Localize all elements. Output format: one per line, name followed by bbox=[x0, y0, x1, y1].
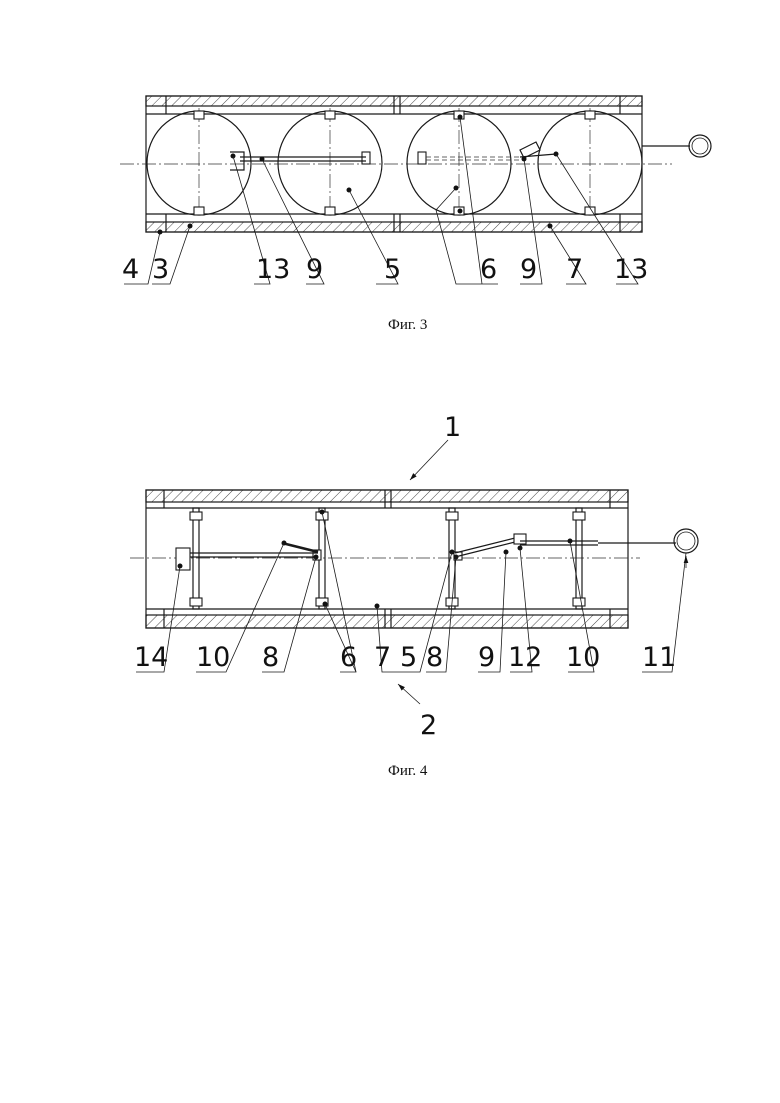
label-14: 14 bbox=[134, 642, 168, 673]
label-9-left: 9 bbox=[306, 254, 323, 285]
bottom-wall bbox=[146, 609, 628, 628]
label-4: 4 bbox=[122, 254, 139, 285]
label-5: 5 bbox=[400, 642, 417, 673]
figure-4: 1 2 14 10 8 6 7 5 8 9 12 10 11 Фиг. 4 bbox=[130, 412, 698, 779]
top-wall bbox=[146, 490, 628, 508]
label-10-left: 10 bbox=[196, 642, 230, 673]
disc-2 bbox=[278, 108, 382, 218]
label-9-right: 9 bbox=[520, 254, 537, 285]
pull-ring bbox=[674, 529, 698, 553]
reference-dots bbox=[158, 115, 559, 235]
leader-lines bbox=[124, 117, 638, 284]
label-3: 3 bbox=[152, 254, 169, 285]
figure-4-caption: Фиг. 4 bbox=[388, 763, 428, 779]
top-wall bbox=[146, 96, 642, 114]
lever-block bbox=[514, 534, 526, 544]
rod-angled bbox=[282, 543, 318, 552]
bottom-wall bbox=[146, 214, 642, 232]
disc-edge-4 bbox=[573, 508, 585, 609]
label-11: 11 bbox=[642, 642, 676, 673]
label-10-right: 10 bbox=[566, 642, 600, 673]
disc-3 bbox=[407, 108, 511, 218]
disc-4 bbox=[538, 108, 642, 218]
reference-labels: 1 2 14 10 8 6 7 5 8 9 12 10 11 bbox=[134, 412, 676, 741]
reference-labels: 4 3 13 9 5 6 9 7 13 bbox=[122, 254, 648, 285]
callout-arrow-1 bbox=[410, 440, 448, 480]
label-13-left: 13 bbox=[256, 254, 290, 285]
label-7: 7 bbox=[374, 642, 391, 673]
reference-dots bbox=[178, 510, 573, 609]
label-5: 5 bbox=[384, 254, 401, 285]
disc-edge-1 bbox=[190, 508, 202, 609]
label-6: 6 bbox=[340, 642, 357, 673]
figure-3-caption: Фиг. 3 bbox=[388, 317, 427, 333]
label-12: 12 bbox=[508, 642, 542, 673]
label-9: 9 bbox=[478, 642, 495, 673]
label-1: 1 bbox=[444, 412, 461, 443]
figure-3: 4 3 13 9 5 6 9 7 13 Фиг. 3 bbox=[120, 96, 711, 333]
callout-arrow-2 bbox=[398, 684, 420, 704]
label-13-right: 13 bbox=[614, 254, 648, 285]
tube-outline bbox=[146, 490, 628, 628]
label-7: 7 bbox=[566, 254, 583, 285]
label-2: 2 bbox=[420, 710, 437, 741]
label-8-left: 8 bbox=[262, 642, 279, 673]
label-8-right: 8 bbox=[426, 642, 443, 673]
label-6: 6 bbox=[480, 254, 497, 285]
